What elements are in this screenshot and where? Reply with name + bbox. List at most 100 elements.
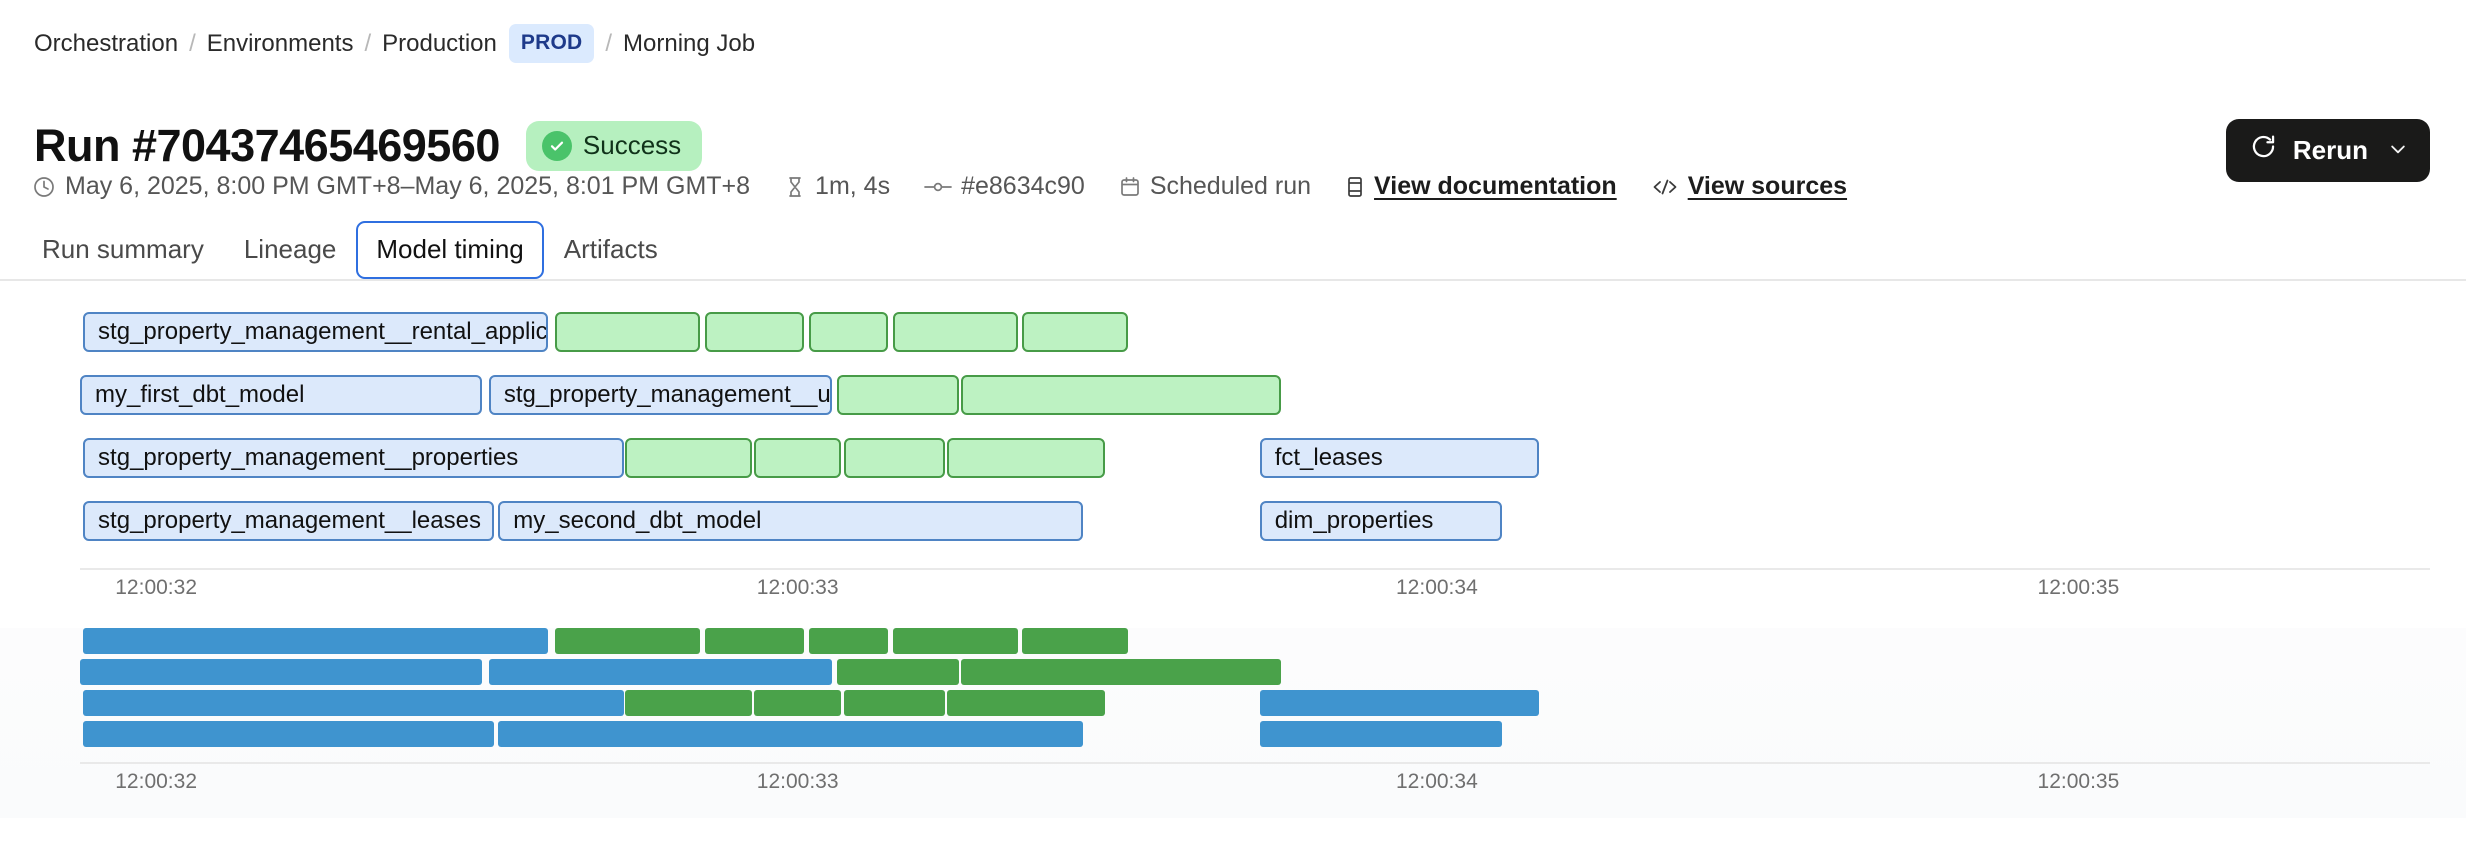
gantt-bar[interactable] bbox=[947, 438, 1105, 478]
gantt-bar[interactable] bbox=[836, 659, 959, 685]
gantt-bar-label: stg_property_management__leases bbox=[98, 507, 481, 534]
gantt-bar[interactable] bbox=[83, 628, 549, 654]
gantt-bar[interactable] bbox=[80, 659, 482, 685]
breadcrumb-badge-prod[interactable]: PROD bbox=[508, 24, 595, 63]
rerun-button[interactable]: Rerun bbox=[2225, 119, 2430, 182]
rerun-button-label: Rerun bbox=[2292, 134, 2368, 165]
code-icon bbox=[1651, 175, 1679, 199]
calendar-icon bbox=[1119, 175, 1141, 199]
meta-sources[interactable]: View sources bbox=[1651, 172, 1847, 201]
meta-duration: 1m, 4s bbox=[784, 172, 890, 201]
gantt-bar[interactable] bbox=[1259, 721, 1502, 747]
gantt-bar[interactable] bbox=[625, 438, 753, 478]
gantt-row: my_first_dbt_model stg_property_managemen… bbox=[80, 375, 2430, 415]
tab-model-timing[interactable]: Model timing bbox=[356, 221, 544, 279]
axis-tick-label: 12:00:32 bbox=[115, 576, 197, 599]
gantt-bar-my_second_dbt_model[interactable]: my_second_dbt_model bbox=[498, 501, 1084, 541]
meta-trigger: Scheduled run bbox=[1119, 172, 1311, 201]
gantt-row bbox=[80, 628, 2430, 654]
gantt-bar[interactable] bbox=[843, 690, 945, 716]
meta-duration-text: 1m, 4s bbox=[815, 172, 891, 200]
meta-timerange-text: May 6, 2025, 8:00 PM GMT+8–May 6, 2025, … bbox=[65, 172, 751, 200]
gantt-bar-label: stg_property_management__rental_applicat… bbox=[98, 318, 547, 345]
gantt-row bbox=[80, 690, 2430, 716]
axis-tick-label: 12:00:35 bbox=[2037, 576, 2120, 599]
breadcrumb-separator: / bbox=[189, 29, 196, 57]
gantt-bar[interactable] bbox=[843, 438, 945, 478]
gantt-bar[interactable] bbox=[754, 438, 842, 478]
breadcrumb-item-production[interactable]: Production bbox=[382, 29, 497, 57]
gantt-bar-stg_property_management__leases[interactable]: stg_property_management__leases bbox=[83, 501, 495, 541]
gantt-bar-stg_property_management__rental_applications[interactable]: stg_property_management__rental_applicat… bbox=[83, 312, 549, 352]
gantt-bar[interactable] bbox=[808, 628, 889, 654]
breadcrumb-item-environments[interactable]: Environments bbox=[206, 29, 354, 57]
axis-tick-label: 12:00:34 bbox=[1396, 770, 1478, 793]
gantt-bar-dim_properties[interactable]: dim_properties bbox=[1259, 501, 1502, 541]
gantt-bar-label: fct_leases bbox=[1274, 444, 1383, 471]
meta-documentation[interactable]: View documentation bbox=[1345, 172, 1617, 201]
clock-icon bbox=[32, 175, 56, 199]
gantt-bar[interactable] bbox=[947, 690, 1105, 716]
view-sources-link[interactable]: View sources bbox=[1687, 172, 1848, 200]
gantt-bar-label: stg_property_management__properties bbox=[98, 444, 519, 471]
axis-tick-label: 12:00:33 bbox=[756, 770, 839, 793]
tab-bar-divider bbox=[0, 279, 2466, 281]
gantt-bar[interactable] bbox=[961, 375, 1281, 415]
gantt-bar[interactable] bbox=[554, 628, 701, 654]
page-title: Run #70437465469560 bbox=[34, 120, 500, 172]
gantt-bar-my_first_dbt_model[interactable]: my_first_dbt_model bbox=[80, 375, 482, 415]
axis-line-outlined bbox=[80, 568, 2430, 570]
gantt-row: stg_property_management__properties fct_l… bbox=[80, 438, 2430, 478]
tab-artifacts[interactable]: Artifacts bbox=[563, 234, 658, 264]
gantt-bar[interactable] bbox=[705, 312, 804, 352]
tab-lineage[interactable]: Lineage bbox=[243, 234, 337, 264]
title-row: Run #70437465469560 Success bbox=[34, 90, 703, 202]
model-timing-chart-outlined: stg_property_management__rental_applicat… bbox=[0, 312, 2466, 602]
breadcrumb-item-morning-job[interactable]: Morning Job bbox=[623, 29, 756, 57]
commit-icon bbox=[924, 175, 952, 199]
gantt-bar-stg_property_management__units[interactable]: stg_property_management__units bbox=[488, 375, 832, 415]
gantt-bar[interactable] bbox=[554, 312, 701, 352]
gantt-plot-solid bbox=[80, 628, 2430, 752]
gantt-bar[interactable] bbox=[893, 312, 1018, 352]
tab-run-summary[interactable]: Run summary bbox=[42, 234, 204, 264]
hourglass-icon bbox=[784, 175, 806, 199]
gantt-row: stg_property_management__rental_applicat… bbox=[80, 312, 2430, 352]
gantt-bar[interactable] bbox=[808, 312, 889, 352]
breadcrumb-separator: / bbox=[605, 29, 613, 57]
meta-timerange: May 6, 2025, 8:00 PM GMT+8–May 6, 2025, … bbox=[32, 172, 750, 201]
breadcrumb: Orchestration / Environments / Productio… bbox=[34, 24, 755, 63]
gantt-bar-label: stg_property_management__units bbox=[503, 381, 830, 408]
meta-trigger-text: Scheduled run bbox=[1149, 172, 1312, 200]
gantt-bar[interactable] bbox=[836, 375, 959, 415]
gantt-bar[interactable] bbox=[1022, 628, 1129, 654]
gantt-bar[interactable] bbox=[488, 659, 832, 685]
gantt-bar[interactable] bbox=[83, 721, 495, 747]
gantt-row bbox=[80, 659, 2430, 685]
check-circle-icon bbox=[541, 130, 572, 161]
gantt-bar[interactable] bbox=[498, 721, 1084, 747]
breadcrumb-item-orchestration[interactable]: Orchestration bbox=[34, 29, 179, 57]
gantt-bar-label: my_second_dbt_model bbox=[513, 507, 762, 534]
gantt-row bbox=[80, 721, 2430, 747]
axis-line-solid bbox=[80, 762, 2430, 764]
view-documentation-link[interactable]: View documentation bbox=[1374, 172, 1617, 200]
gantt-row: stg_property_management__leases my_second… bbox=[80, 501, 2430, 541]
gantt-bar[interactable] bbox=[961, 659, 1281, 685]
breadcrumb-separator: / bbox=[364, 29, 372, 57]
status-badge: Success bbox=[525, 121, 703, 172]
gantt-bar[interactable] bbox=[893, 628, 1018, 654]
gantt-bar[interactable] bbox=[1259, 690, 1540, 716]
gantt-bar[interactable] bbox=[1022, 312, 1129, 352]
meta-commit-text: #e8634c90 bbox=[961, 172, 1085, 200]
gantt-bar-label: my_first_dbt_model bbox=[95, 381, 305, 408]
gantt-bar[interactable] bbox=[83, 690, 624, 716]
gantt-bar[interactable] bbox=[754, 690, 842, 716]
gantt-bar-stg_property_management__properties[interactable]: stg_property_management__properties bbox=[83, 438, 624, 478]
gantt-bar[interactable] bbox=[625, 690, 753, 716]
gantt-bar[interactable] bbox=[705, 628, 804, 654]
meta-commit: #e8634c90 bbox=[924, 172, 1085, 201]
gantt-bar-fct_leases[interactable]: fct_leases bbox=[1259, 438, 1540, 478]
